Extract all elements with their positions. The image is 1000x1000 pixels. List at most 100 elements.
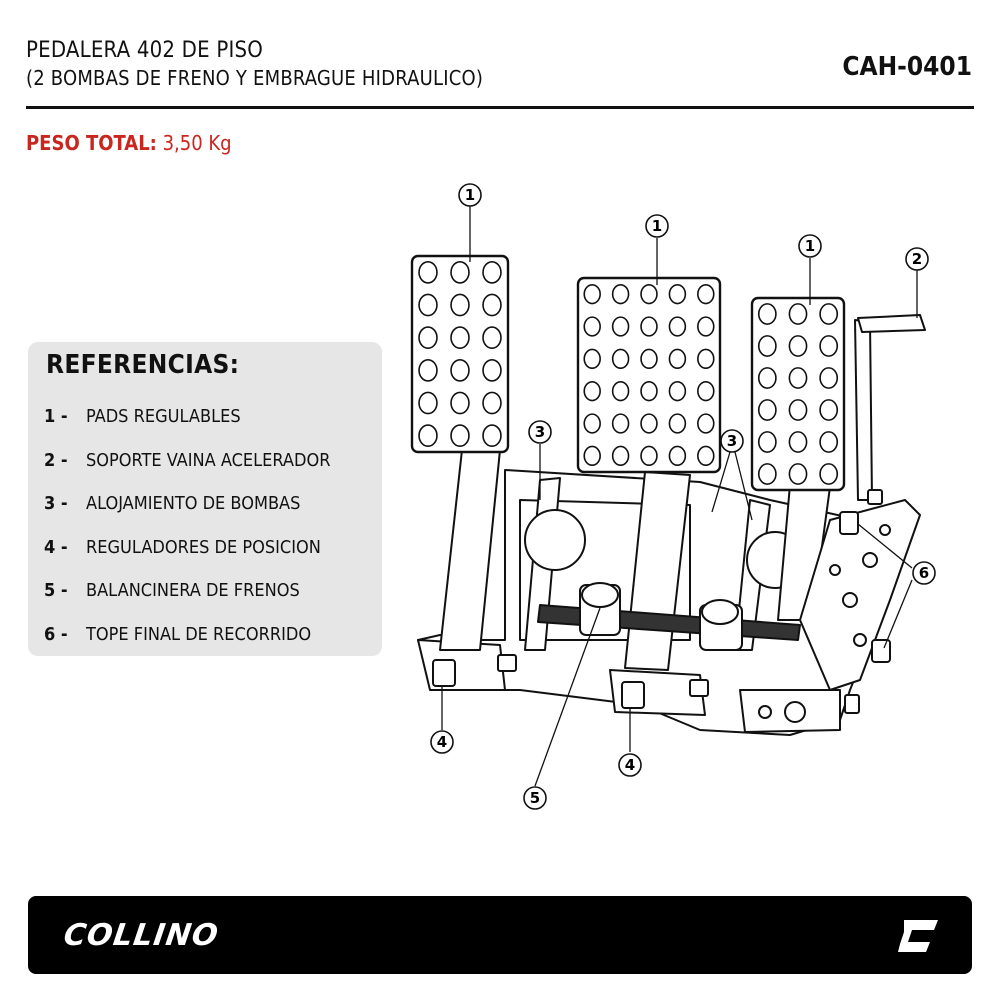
pad-hole: [668, 283, 687, 305]
svg-text:3: 3: [535, 423, 545, 441]
reference-item: 3 -ALOJAMIENTO DE BOMBAS: [44, 493, 300, 514]
callout-4-center: 4: [618, 753, 642, 777]
svg-text:1: 1: [652, 217, 662, 235]
pad-hole: [611, 283, 630, 305]
travel-stop-bolt: [867, 489, 883, 505]
pad-hole: [819, 335, 839, 357]
pad-hole: [418, 260, 438, 284]
reference-number: 5 -: [44, 580, 68, 601]
reference-item: 1 -PADS REGULABLES: [44, 406, 241, 427]
pad-hole: [450, 391, 470, 415]
reference-text: SOPORTE VAINA ACELERADOR: [86, 450, 331, 471]
pad-hole: [450, 358, 470, 382]
page-subtitle: (2 BOMBAS DE FRENO Y EMBRAGUE HIDRAULICO…: [26, 66, 484, 90]
pad-hole: [757, 303, 777, 325]
pad-hole: [611, 413, 630, 434]
travel-stop-lower: [871, 639, 891, 663]
reference-number: 1 -: [44, 406, 68, 427]
pad-hole: [583, 413, 601, 434]
pad-hole: [583, 283, 601, 305]
pad-hole: [757, 431, 777, 453]
adjuster-nut: [689, 679, 709, 697]
weight-label: PESO TOTAL:: [26, 131, 157, 155]
pad-hole: [668, 348, 687, 370]
svg-text:1: 1: [805, 237, 815, 255]
reference-number: 4 -: [44, 537, 68, 558]
accelerator-cable-mount: [857, 314, 926, 333]
balance-bar-bearing: [701, 599, 739, 625]
pad-hole: [697, 445, 715, 467]
reference-item: 2 -SOPORTE VAINA ACELERADOR: [44, 450, 330, 471]
pedal-pad-right: [750, 296, 846, 492]
reference-number: 6 -: [44, 624, 68, 645]
brand-c-icon: [898, 920, 938, 952]
callout-2: 2: [905, 247, 929, 271]
pad-hole: [450, 293, 470, 317]
pad-hole: [450, 260, 470, 284]
svg-text:4: 4: [437, 733, 447, 751]
pad-hole: [583, 380, 601, 402]
pad-hole: [788, 463, 808, 485]
pad-hole: [611, 316, 630, 337]
pad-hole: [697, 380, 715, 402]
reference-item: 4 - REGULADORES DE POSICION: [44, 537, 321, 558]
pad-hole: [450, 326, 470, 350]
reference-text: TOPE FINAL DE RECORRIDO: [86, 624, 312, 645]
reference-text: ALOJAMIENTO DE BOMBAS: [86, 493, 301, 514]
stop-plate-hole: [842, 592, 858, 608]
pad-hole: [418, 326, 438, 350]
page-title: PEDALERA 402 DE PISO: [26, 38, 264, 63]
pedal-box-diagram: 1 1 1 2 3 3 4 4 5 6: [410, 183, 936, 810]
pad-hole: [668, 380, 687, 402]
leader-line: [711, 451, 731, 513]
pad-hole: [819, 431, 839, 453]
brand-logo: COLLINO: [61, 918, 221, 953]
weight-value: 3,50 Kg: [162, 131, 232, 155]
pad-hole: [757, 335, 777, 357]
adjuster-nut: [497, 654, 517, 672]
position-adjuster-left: [432, 659, 456, 687]
pad-hole: [482, 293, 502, 317]
callout-6: 6: [912, 561, 936, 585]
svg-text:5: 5: [530, 789, 540, 807]
pad-hole: [819, 303, 839, 325]
pad-hole: [668, 413, 687, 434]
pad-hole: [788, 367, 808, 389]
pad-hole: [482, 358, 502, 382]
callout-1-left: 1: [458, 183, 482, 207]
pad-hole: [757, 399, 777, 421]
callout-3-left: 3: [528, 420, 552, 444]
pad-hole: [482, 391, 502, 415]
stop-plate-hole: [829, 564, 841, 576]
svg-text:3: 3: [727, 432, 737, 450]
pad-hole: [418, 293, 438, 317]
stop-plate-hole: [862, 552, 878, 568]
stop-plate-hole: [853, 633, 867, 647]
pad-hole: [640, 283, 658, 305]
pad-hole: [583, 445, 601, 467]
pad-hole: [668, 316, 687, 337]
footer-bar: COLLINO: [28, 896, 972, 974]
pad-hole: [697, 283, 715, 305]
pad-hole: [482, 326, 502, 350]
pad-hole: [611, 380, 630, 402]
adjuster-nut: [844, 694, 860, 714]
pad-hole: [640, 380, 658, 402]
pad-hole: [418, 424, 438, 448]
total-weight: PESO TOTAL: 3,50 Kg: [26, 131, 232, 155]
pad-hole: [611, 348, 630, 370]
reference-text: REGULADORES DE POSICION: [86, 537, 321, 558]
svg-text:4: 4: [625, 756, 635, 774]
pump-bore: [524, 509, 586, 571]
accelerator-bracket: [854, 319, 873, 501]
leader-line: [734, 451, 753, 521]
pad-hole: [450, 424, 470, 448]
pad-hole: [788, 335, 808, 357]
callout-3-right: 3: [720, 429, 744, 453]
leader-line: [883, 579, 913, 649]
reference-item: 6 - TOPE FINAL DE RECORRIDO: [44, 624, 311, 645]
pad-hole: [757, 463, 777, 485]
pad-hole: [757, 367, 777, 389]
references-panel: REFERENCIAS: 1 -PADS REGULABLES 2 -SOPOR…: [28, 342, 382, 656]
pad-hole: [819, 367, 839, 389]
